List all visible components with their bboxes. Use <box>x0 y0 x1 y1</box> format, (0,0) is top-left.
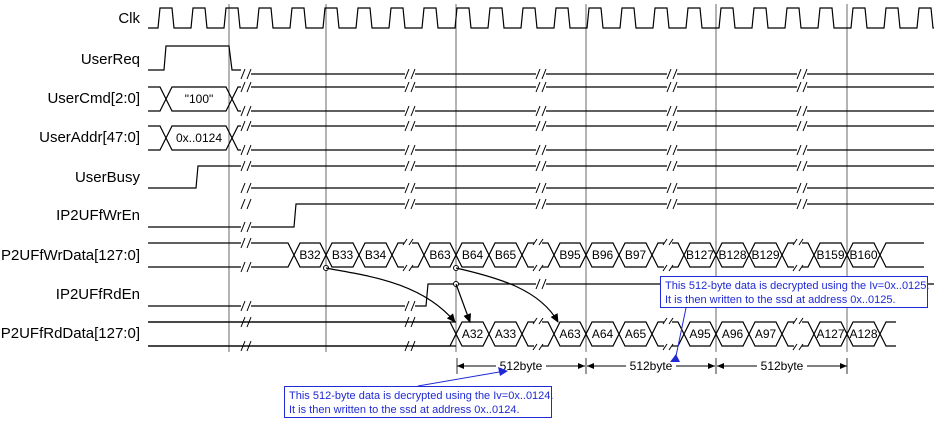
useraddr-bus: 0x..0124 <box>148 125 934 151</box>
clk-waveform <box>148 7 934 29</box>
bus-value: B63 <box>429 248 451 262</box>
bus-value: A33 <box>495 327 517 341</box>
bus-value: A128 <box>849 327 877 341</box>
bus-value: B128 <box>718 248 746 262</box>
rddata-bus: A32 A33 A63 A64 A65 A95 A96 A97 A127 A128 <box>148 317 896 351</box>
dimension-label: 512byte <box>761 359 804 373</box>
dimension-label: 512byte <box>500 359 543 373</box>
bus-value: B33 <box>332 248 354 262</box>
dimension-512byte-1: 512byte <box>457 359 585 373</box>
dimension-512byte-2: 512byte <box>587 359 715 373</box>
bus-value: A65 <box>625 327 647 341</box>
reference-gridlines <box>228 4 848 352</box>
usercmd-bus: "100" <box>148 86 934 112</box>
bus-value: A32 <box>462 327 484 341</box>
dimension-label: 512byte <box>630 359 673 373</box>
bus-value: B95 <box>559 248 581 262</box>
bus-value: B65 <box>495 248 517 262</box>
label-wrdata: IP2UFfWrData[127:0] <box>0 247 140 264</box>
useraddr-value: 0x..0124 <box>176 131 222 145</box>
latency-arrows <box>323 265 559 323</box>
callout-iv-0125: This 512-byte data is decrypted using th… <box>660 276 930 308</box>
bus-value: B127 <box>686 248 714 262</box>
userbusy-waveform <box>148 165 934 189</box>
arrow-b32-to-a32 <box>325 267 456 323</box>
callout-bottom-pointer <box>417 370 506 387</box>
signal-labels: Clk UserReq UserCmd[2:0] UserAddr[47:0] … <box>0 10 140 342</box>
userreq-waveform <box>148 45 934 75</box>
usercmd-value: "100" <box>185 92 214 106</box>
label-rden: IP2UFfRdEn <box>56 286 140 303</box>
dimension-512byte-3: 512byte <box>717 359 847 373</box>
label-clk: Clk <box>118 10 140 27</box>
arrow-b64-to-a63 <box>455 267 559 323</box>
callout-line: It is then written to the ssd at address… <box>665 294 896 306</box>
bus-value: A96 <box>722 327 744 341</box>
callout-line: This 512-byte data is decrypted using th… <box>289 390 554 402</box>
wrdata-bus: B32 B33 B34 B63 B64 B65 B95 B96 B97 B127 B128 B129 B… <box>148 238 924 272</box>
bus-value: B160 <box>849 248 877 262</box>
bus-value: B129 <box>751 248 779 262</box>
bus-value: A63 <box>559 327 581 341</box>
arrow-rden-to-a32 <box>455 283 471 323</box>
label-useraddr: UserAddr[47:0] <box>39 129 140 146</box>
callout-line: It is then written to the ssd at address… <box>289 404 520 416</box>
label-usercmd: UserCmd[2:0] <box>47 90 140 107</box>
bus-value: B97 <box>625 248 647 262</box>
bus-value: B64 <box>462 248 484 262</box>
label-userreq: UserReq <box>81 51 140 68</box>
callout-iv-0124: This 512-byte data is decrypted using th… <box>284 386 554 418</box>
wren-waveform <box>148 203 934 228</box>
bus-value: B34 <box>365 248 387 262</box>
label-wren: IP2UFfWrEn <box>56 207 140 224</box>
callout-top-pointer <box>675 307 687 357</box>
label-rddata: IP2UFfRdData[127:0] <box>0 325 140 342</box>
bus-value: A97 <box>755 327 777 341</box>
label-userbusy: UserBusy <box>75 169 141 186</box>
bus-value: A95 <box>689 327 711 341</box>
bus-value: B32 <box>299 248 321 262</box>
callout-line: This 512-byte data is decrypted using th… <box>665 280 930 292</box>
bus-value: A127 <box>816 327 844 341</box>
bus-value: B96 <box>592 248 614 262</box>
bus-value: B159 <box>816 248 844 262</box>
bus-value: A64 <box>592 327 614 341</box>
